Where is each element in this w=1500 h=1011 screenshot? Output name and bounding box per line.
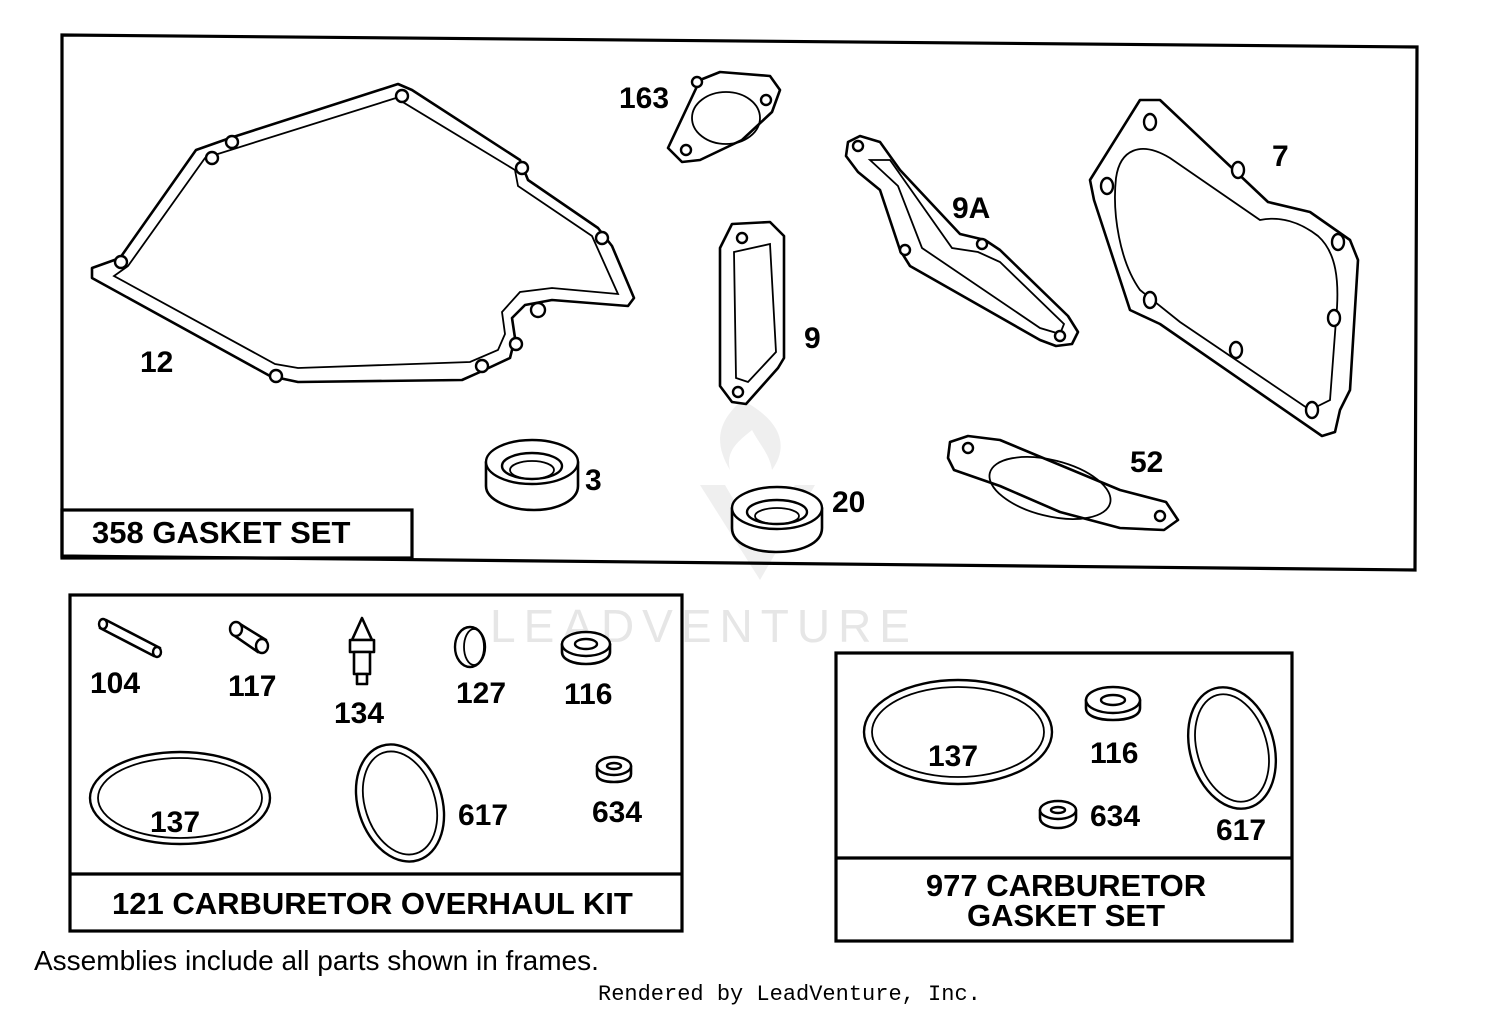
gasket-163-part: [666, 70, 782, 164]
part-label-12: 12: [140, 346, 173, 379]
part-label-127: 127: [456, 677, 506, 710]
part-label-7: 7: [1272, 140, 1289, 173]
carb-kit-border: [68, 593, 684, 933]
part-117: [228, 620, 270, 655]
part-label-9: 9: [804, 322, 821, 355]
washer-116-part: [560, 630, 612, 666]
gasket-9-part: [718, 220, 786, 406]
part-label-52: 52: [1130, 446, 1163, 479]
carb-gasket-frame: 977 CARBURETOR GASKET SET: [834, 651, 1294, 943]
plug-127-part: [453, 625, 487, 669]
part-label-104: 104: [90, 667, 140, 700]
flame-logo-icon: [720, 400, 781, 470]
carb-gasket-title-line2: GASKET SET: [967, 898, 1165, 933]
part-label-3: 3: [585, 464, 602, 497]
part-label-634-kit: 634: [592, 796, 642, 829]
gasket-9a-part: [844, 134, 1080, 348]
ring-617-kit-part: [354, 743, 446, 863]
part-label-116: 116: [564, 678, 612, 711]
part-label-134: 134: [334, 697, 384, 730]
part-label-617-kit: 617: [458, 799, 508, 832]
gasket-set-title-box: [60, 508, 414, 560]
gasket-set-frame: 358 GASKET SET: [60, 33, 1419, 572]
carb-kit-frame: 121 CARBURETOR OVERHAUL KIT: [68, 593, 684, 933]
head-gasket-part: [1088, 98, 1360, 438]
watermark: LEADVENTURE: [490, 400, 918, 652]
render-credit: Rendered by LeadVenture, Inc.: [598, 982, 981, 1007]
carb-gasket-title-line1: 977 CARBURETOR: [926, 868, 1206, 903]
carb-kit-title: 121 CARBURETOR OVERHAUL KIT: [112, 886, 633, 921]
o-ring-137-kit-part: [88, 750, 272, 846]
watermark-text: LEADVENTURE: [490, 600, 918, 652]
pin-104-part: [97, 617, 163, 659]
washer-634-kit-part: [595, 755, 633, 784]
oil-seal-3-part: [484, 438, 580, 512]
part-label-9a: 9A: [952, 192, 990, 225]
footnote: Assemblies include all parts shown in fr…: [34, 945, 599, 976]
needle-134-part: [348, 616, 376, 686]
gasket-set-border: [60, 33, 1419, 572]
part-label-634-set: 634: [1090, 800, 1140, 833]
crankcase-gasket-part: [90, 82, 636, 384]
gasket-52-part: [946, 434, 1180, 532]
part-label-116-set: 116: [1090, 737, 1138, 770]
o-ring-137-set-part: [862, 678, 1054, 786]
washer-634-set-part: [1038, 799, 1078, 830]
gasket-set-title: 358 GASKET SET: [92, 515, 350, 550]
part-label-137-set: 137: [928, 740, 978, 773]
part-label-617-set: 617: [1216, 814, 1266, 847]
part-label-20: 20: [832, 486, 865, 519]
washer-116-set-part: [1084, 685, 1142, 722]
ring-617-set-part: [1186, 686, 1278, 810]
part-label-163: 163: [619, 82, 669, 115]
part-label-137-kit: 137: [150, 806, 200, 839]
part-label-117: 117: [228, 670, 276, 703]
oil-seal-20-part: [730, 485, 824, 554]
carb-gasket-border: [834, 651, 1294, 943]
